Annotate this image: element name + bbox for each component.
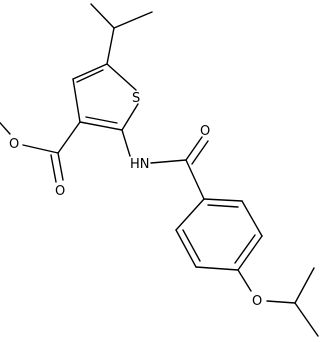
bond-carbonyl-to-benzene — [185, 159, 205, 200]
bond-benzene-ether-oxygen — [237, 269, 252, 292]
bonds — [0, 3, 319, 337]
bond-ether-oxygen-isopropyl — [266, 300, 296, 304]
bond-ester-carbonyl — [57, 152, 64, 181]
bond-ester-carbon-oxygen — [22, 144, 59, 154]
bond-c3-c2 — [79, 121, 123, 131]
bond-c3-ester-carbon — [57, 121, 81, 154]
bond-c5-c4 — [72, 63, 108, 80]
bond-benzene-5-6 — [241, 200, 263, 237]
bond-benzene-3-4 — [195, 266, 239, 271]
bond-isopropyl-bottom-methyl-up — [294, 267, 315, 304]
bond-isopropyl-bottom-methyl-down — [294, 302, 319, 337]
bond-benzene-2-3 — [175, 229, 197, 268]
bond-c2-s — [121, 103, 139, 131]
ether-oxygen-label: O — [252, 294, 262, 309]
bond-benzene-4-5-double — [234, 234, 256, 264]
bond-c3-c2-double — [85, 116, 118, 124]
sulfur-atom-label: S — [132, 91, 140, 106]
bond-isopropyl-top-to-ring — [106, 27, 115, 65]
bond-nitrogen-carbonyl-carbon — [150, 159, 187, 164]
bond-ester-oxygen-methyl — [0, 121, 11, 135]
bond-isopropyl-top-methyl-left — [90, 3, 115, 29]
bond-amide-carbonyl-double — [191, 140, 209, 165]
bond-benzene-6-1 — [203, 198, 243, 202]
bond-c4-c3 — [72, 78, 81, 123]
bond-c2-nitrogen — [121, 129, 131, 157]
bond-benzene-6-1-double — [207, 204, 239, 208]
bond-isopropyl-top-methyl-right — [113, 11, 153, 29]
bond-s-c5 — [106, 63, 137, 91]
bond-benzene-2-3-double — [182, 229, 201, 262]
ester-carbonyl-oxygen-label: O — [55, 184, 65, 199]
atom-labels: S HN O O O O — [9, 91, 262, 309]
bond-amide-carbonyl — [185, 136, 203, 161]
bond-benzene-4-5 — [237, 235, 263, 271]
bond-ester-carbonyl-double — [50, 154, 57, 183]
bond-c5-c4-double — [76, 69, 104, 83]
amide-nitrogen-label: HN — [130, 157, 150, 172]
ester-oxygen-label: O — [9, 137, 19, 152]
bond-benzene-1-2 — [175, 198, 205, 231]
amide-carbonyl-oxygen-label: O — [200, 124, 210, 139]
